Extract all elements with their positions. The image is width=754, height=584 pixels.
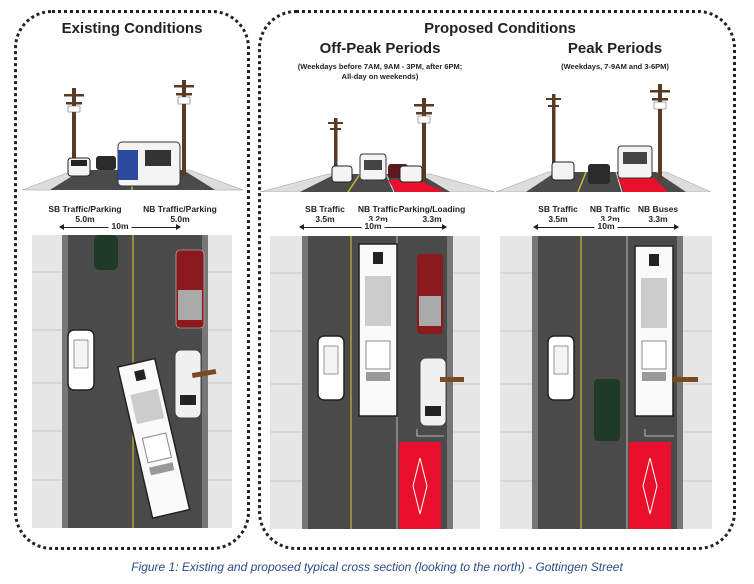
utility-pole-left	[546, 94, 561, 176]
bus-plan	[358, 243, 398, 417]
car-dark-perspective	[96, 156, 116, 170]
car-white-left	[547, 335, 575, 401]
jeep-dark-green	[594, 379, 620, 441]
diamond-marking	[642, 457, 658, 515]
off-peak-lane-2-label: NB Traffic 3.2m	[357, 204, 399, 224]
car-white-perspective	[67, 157, 91, 177]
existing-total-width-dimension: 10m	[59, 221, 181, 232]
proposed-title: Proposed Conditions	[424, 20, 576, 37]
car-white-left	[67, 329, 95, 391]
peak-subtitle: (Weekdays, 7-9AM and 3-6PM)	[561, 62, 669, 71]
diamond-marking	[412, 457, 428, 515]
peak-perspective-view	[496, 84, 712, 192]
off-peak-subtitle-line1: (Weekdays before 7AM, 9AM - 3PM, after 6…	[297, 62, 463, 71]
bus-perspective	[359, 153, 387, 181]
off-peak-subtitle: (Weekdays before 7AM, 9AM - 3PM, after 6…	[265, 62, 495, 82]
car-white-perspective	[331, 165, 353, 183]
figure-caption: Figure 1: Existing and proposed typical …	[131, 560, 623, 574]
pickup-truck-red	[417, 254, 443, 334]
bus-perspective	[117, 141, 181, 187]
sidewalk-left	[32, 235, 62, 528]
peak-total-width-dimension: 10m	[533, 221, 679, 232]
utility-pole-right	[650, 84, 670, 180]
parking-stall-marking	[416, 429, 444, 437]
proposed-conditions-frame	[258, 10, 736, 550]
sidewalk-right	[208, 235, 232, 528]
bicycle-rack	[191, 368, 217, 379]
car-dark-green	[94, 235, 118, 270]
pickup-truck-red	[175, 249, 205, 329]
peak-lane-2-label: NB Traffic 3.2m	[589, 204, 631, 224]
off-peak-title: Off-Peak Periods	[319, 40, 441, 57]
car-white-right	[419, 357, 447, 427]
existing-lane-2-label: NB Traffic/Parking 5.0m	[143, 204, 217, 224]
bus-plan	[116, 357, 191, 520]
car-white-left	[317, 335, 345, 401]
utility-pole-left	[328, 118, 343, 178]
centerline	[347, 173, 361, 192]
off-peak-total-width-dimension: 10m	[299, 221, 447, 232]
existing-perspective-view	[21, 80, 244, 191]
existing-conditions-frame	[14, 10, 250, 550]
parking-loading-zone-red	[388, 180, 445, 192]
existing-title: Existing Conditions	[61, 20, 203, 37]
bus-lane-red	[618, 178, 668, 192]
off-peak-subtitle-line2: All-day on weekends)	[341, 72, 419, 81]
bus-perspective	[617, 145, 653, 179]
car-white-right-perspective	[399, 165, 423, 183]
off-peak-perspective-view	[260, 98, 496, 192]
jeep-dark-perspective	[588, 164, 610, 184]
off-peak-lane-1-label: SB Traffic 3.5m	[305, 204, 345, 224]
utility-pole-left	[64, 88, 84, 172]
bus-lane-red	[629, 442, 671, 529]
centerline	[577, 171, 587, 192]
existing-lane-1-label: SB Traffic/Parking 5.0m	[48, 204, 122, 224]
off-peak-lane-3-label: Parking/Loading 3.3m	[398, 204, 466, 224]
peak-title: Peak Periods	[567, 40, 663, 57]
off-peak-plan-view	[270, 236, 480, 529]
bus-plan	[634, 245, 674, 417]
bicycle-rack	[440, 377, 464, 382]
peak-lane-1-label: SB Traffic 3.5m	[538, 204, 578, 224]
parking-loading-zone-red	[399, 442, 441, 529]
peak-plan-view	[500, 236, 712, 529]
peak-lane-3-label: NB Buses 3.3m	[637, 204, 679, 224]
car-white-right	[174, 349, 202, 419]
bicycle-rack	[672, 377, 698, 382]
existing-plan-view	[32, 235, 232, 528]
utility-pole-right	[414, 98, 434, 182]
car-white-perspective	[551, 161, 575, 181]
utility-pole-right	[174, 80, 194, 176]
bus-stop-marking	[644, 429, 674, 437]
